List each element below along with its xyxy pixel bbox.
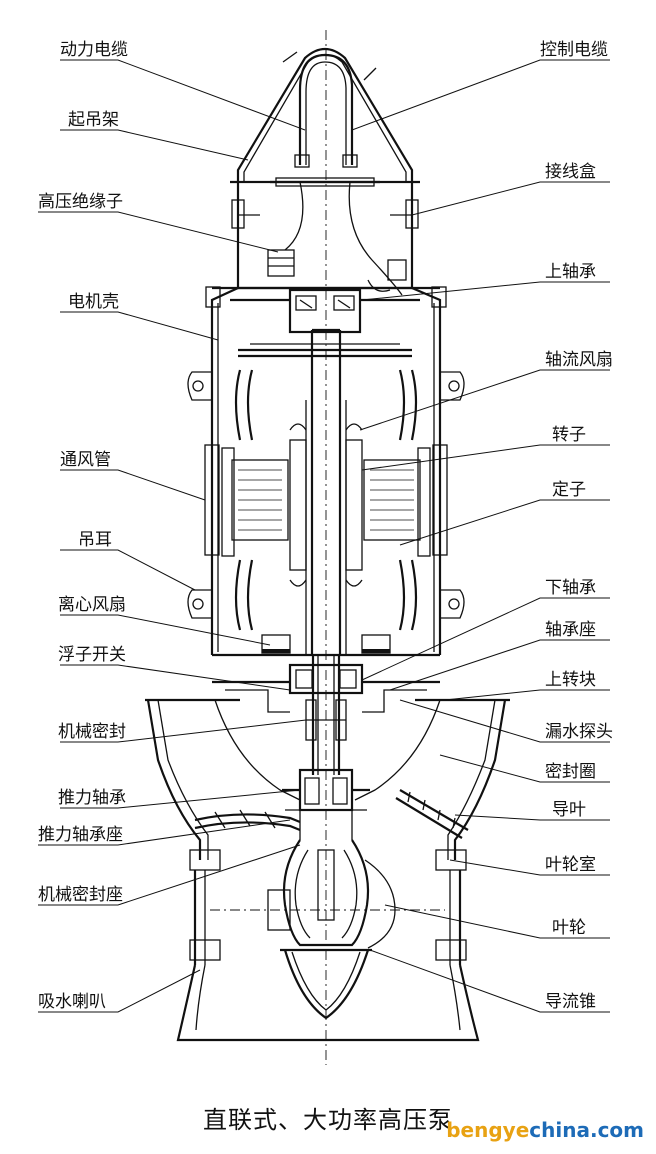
watermark-part-1: bengye [446,1118,530,1142]
label-control-cable: 控制电缆 [540,40,608,60]
pump-casing [145,698,510,1042]
stator [221,447,431,557]
label-suction-bell: 吸水喇叭 [38,992,106,1012]
label-lifting-lug: 吊耳 [78,530,112,550]
label-upper-rotating-block: 上转块 [545,670,596,690]
label-impeller: 叶轮 [552,918,586,938]
label-axial-fan: 轴流风扇 [545,350,613,370]
label-impeller-chamber: 叶轮室 [545,855,596,875]
junction-box [231,177,419,296]
labels-right: 控制电缆 接线盒 上轴承 轴流风扇 转子 定子 下轴承 轴承座 上转块 漏水探头… [540,40,613,1012]
label-stator: 定子 [552,480,586,500]
label-centrifugal-fan: 离心风扇 [58,595,126,615]
leader-lines-left [38,59,307,1013]
label-rotor: 转子 [552,425,586,445]
axial-fan [238,343,412,358]
label-guide-vane: 导叶 [552,800,586,820]
label-junction-box: 接线盒 [545,162,596,182]
guide-vane [194,789,469,839]
label-lifting-frame: 起吊架 [68,110,119,130]
impeller [267,839,396,949]
label-hv-insulator: 高压绝缘子 [38,192,123,212]
ventilation-pipe [234,369,418,631]
label-mechanical-seal-seat: 机械密封座 [38,885,123,905]
label-thrust-bearing-seat: 推力轴承座 [38,825,123,845]
leader-lines-right [351,59,610,1013]
label-upper-bearing: 上轴承 [545,262,596,282]
centrifugal-fan [261,634,391,654]
label-lower-bearing: 下轴承 [545,578,596,598]
shaft [305,30,347,1065]
power-cable [282,51,377,168]
label-flow-guide-cone: 导流锥 [545,992,596,1012]
label-thrust-bearing: 推力轴承 [58,788,126,808]
label-motor-housing: 电机壳 [68,292,119,312]
diagram-caption: 直联式、大功率高压泵 [203,1106,453,1134]
labels-left: 动力电缆 起吊架 高压绝缘子 电机壳 通风管 吊耳 离心风扇 浮子开关 机械密封… [38,40,128,1012]
label-power-cable: 动力电缆 [60,40,128,60]
watermark: bengyechina.com [446,1118,644,1142]
label-float-switch: 浮子开关 [58,645,126,665]
rotor [289,423,363,587]
watermark-part-2: china.com [529,1118,644,1142]
label-bearing-seat: 轴承座 [545,620,596,640]
label-mechanical-seal: 机械密封 [58,722,126,742]
lower-bearing [212,663,440,713]
label-leak-probe: 漏水探头 [545,722,613,742]
label-seal-ring: 密封圈 [545,762,596,782]
flow-guide-cone [280,948,372,1020]
label-ventilation-pipe: 通风管 [60,450,111,470]
upper-bearing [230,288,420,334]
